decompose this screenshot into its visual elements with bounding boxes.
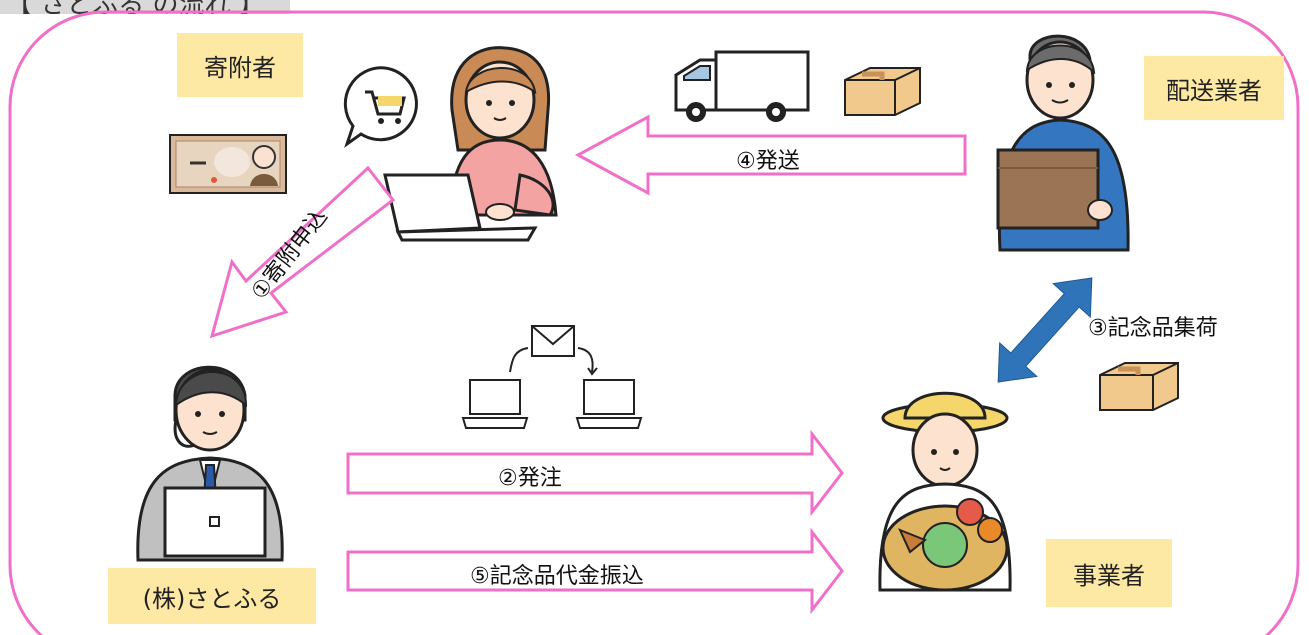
cart-bubble-icon xyxy=(343,66,418,148)
delivery-label: 配送業者 xyxy=(1144,56,1284,120)
outer-frame xyxy=(8,10,1300,635)
arrow-step2 xyxy=(346,429,844,517)
operator-illustration xyxy=(136,365,284,562)
arrow-step5 xyxy=(346,527,844,615)
step2-label: ②発注 xyxy=(498,466,562,491)
donor-label: 寄附者 xyxy=(177,33,303,97)
banknote-icon xyxy=(169,134,287,194)
arrow-step1 xyxy=(209,165,396,339)
parcel-icon-top xyxy=(844,67,921,116)
farmer-illustration xyxy=(878,391,1012,592)
delivery-person-illustration xyxy=(996,34,1130,252)
donor-illustration xyxy=(383,46,558,242)
step5-label: ⑤記念品代金振込 xyxy=(470,564,644,589)
arrow-step3 xyxy=(997,277,1093,383)
business-label: 事業者 xyxy=(1046,539,1172,607)
arrow-step4 xyxy=(574,114,967,196)
email-laptops-icon xyxy=(461,325,643,429)
parcel-icon-right xyxy=(1099,362,1179,411)
step3-label: ③記念品集荷 xyxy=(1088,316,1218,341)
step4-label: ④発送 xyxy=(736,149,800,174)
satofull-label: (株)さとふる xyxy=(108,568,316,624)
truck-icon xyxy=(674,50,810,122)
